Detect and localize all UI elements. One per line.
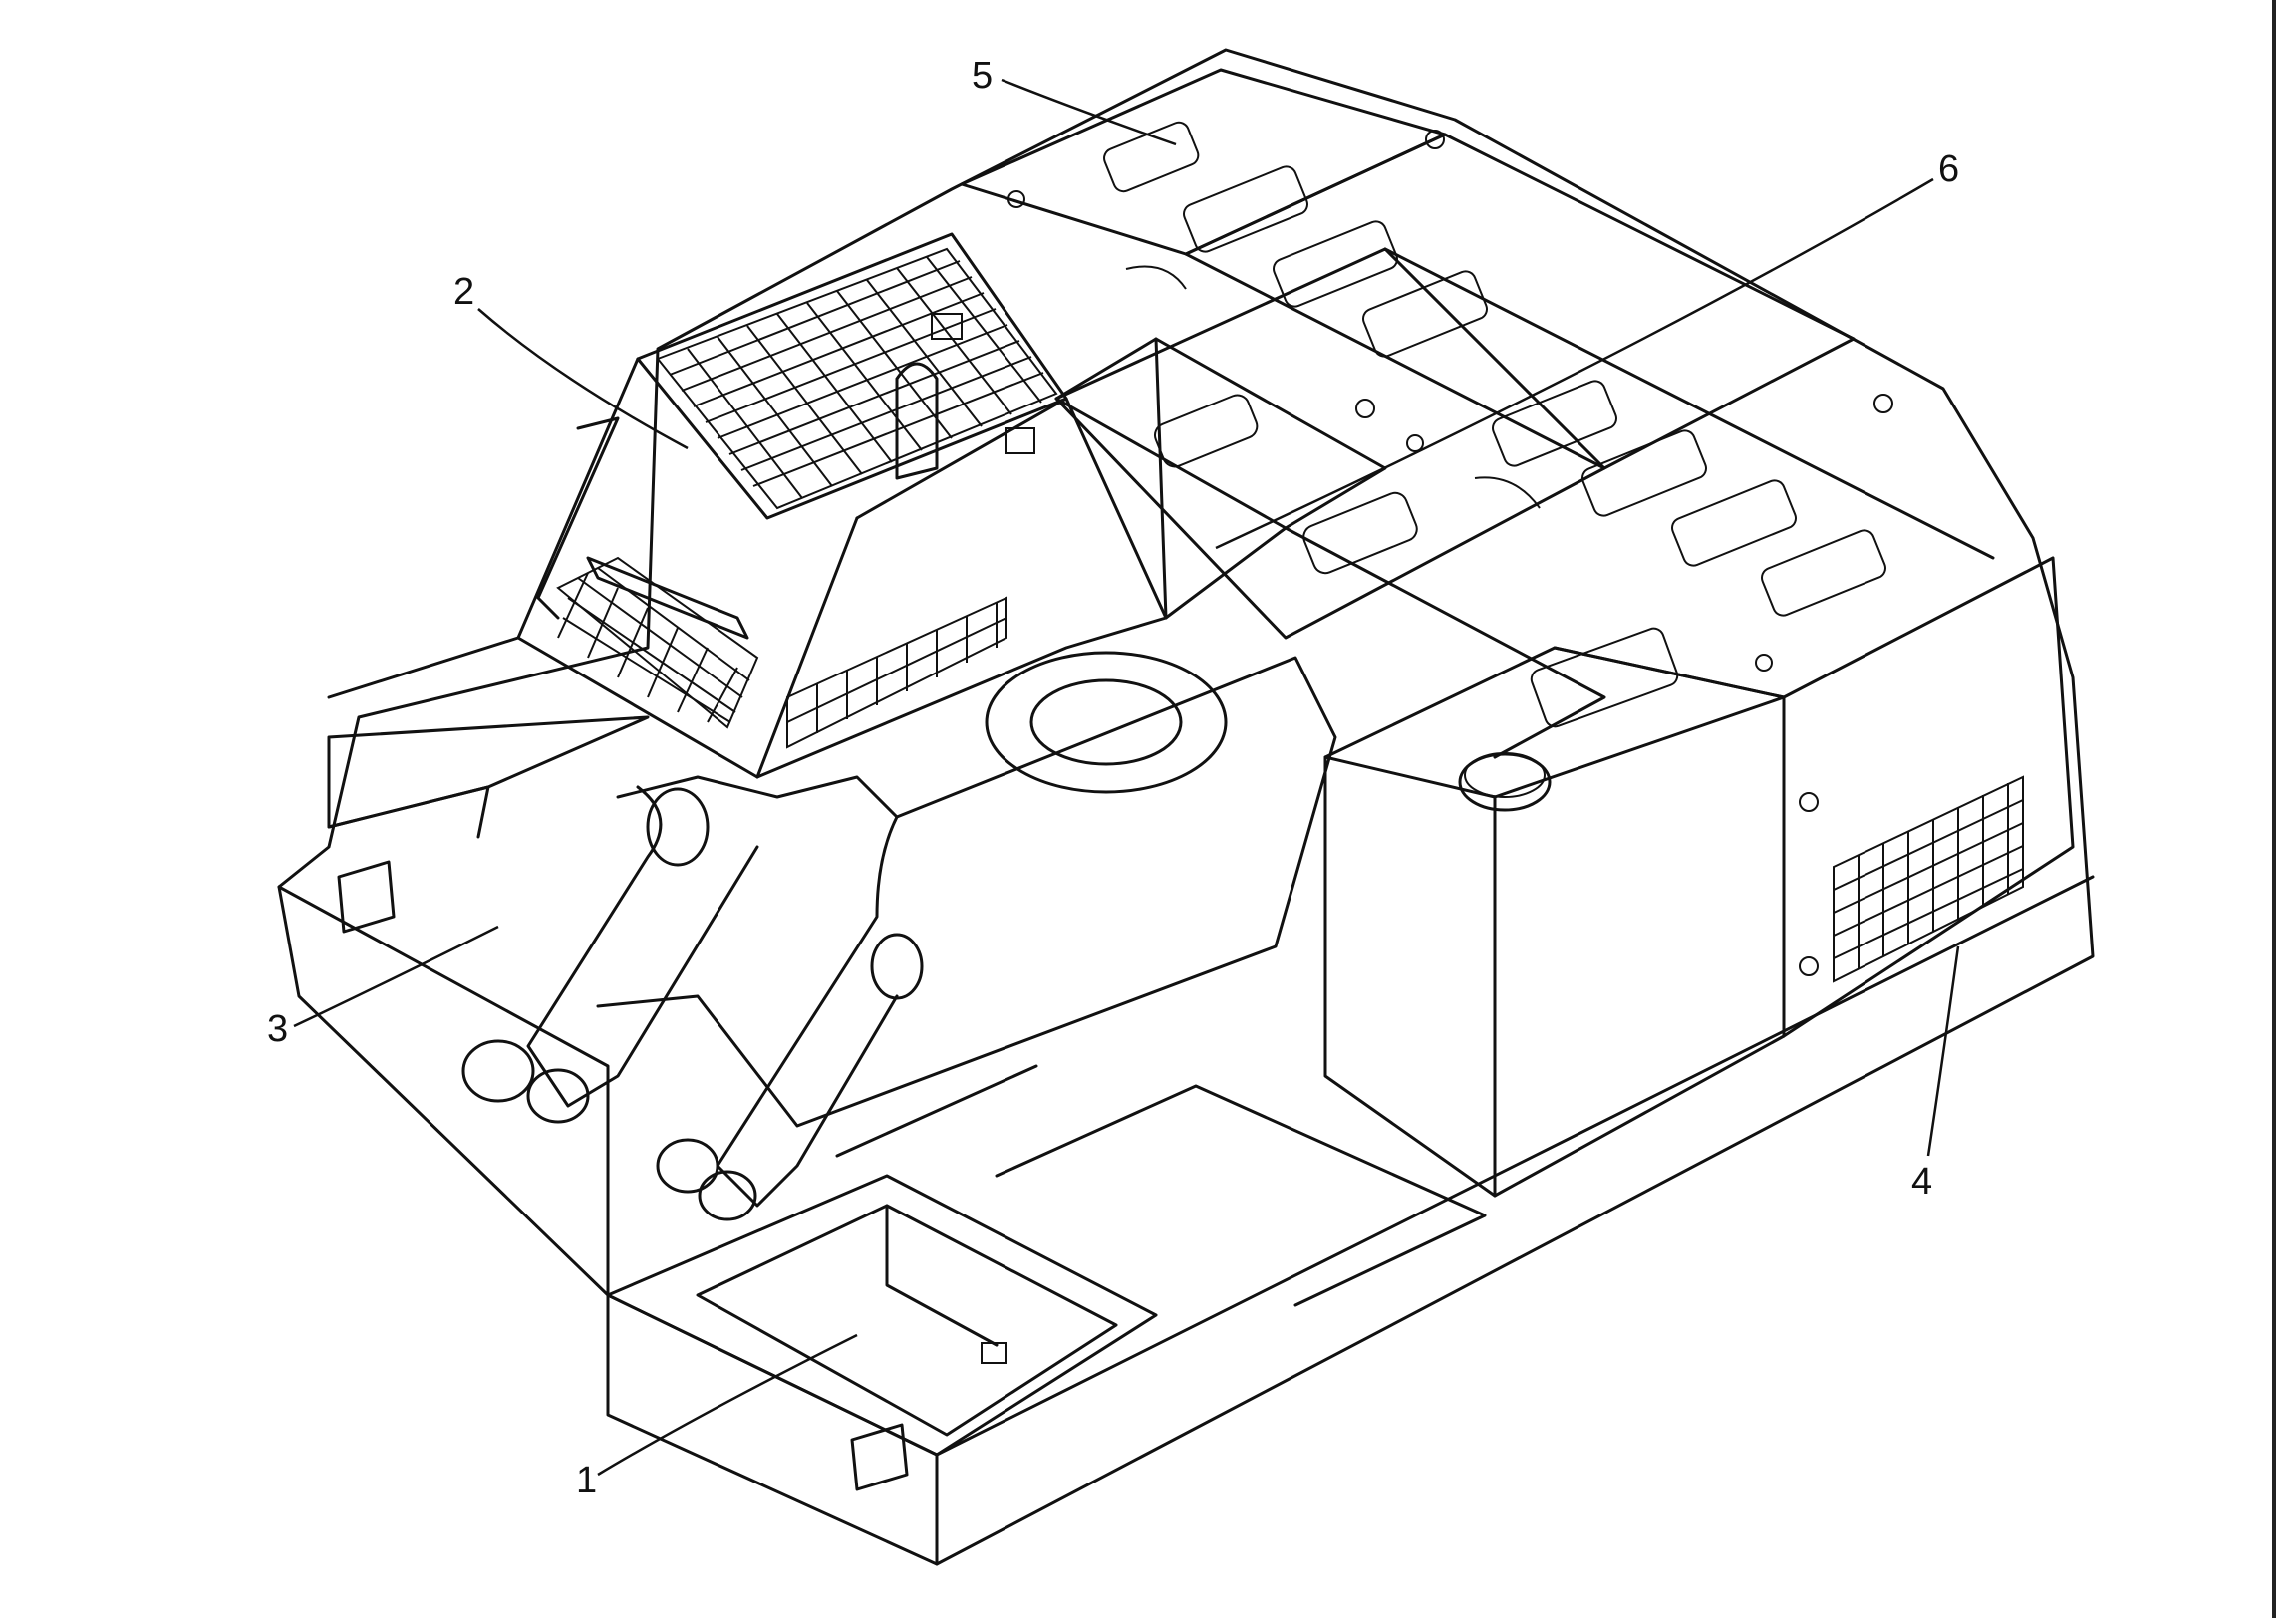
- callout-1: 1: [576, 1460, 597, 1501]
- callout-4: 4: [1911, 1161, 1932, 1203]
- callout-2: 2: [453, 271, 474, 313]
- leader-3: [293, 925, 499, 1028]
- callout-leaders: [293, 78, 1960, 1477]
- leader-2: [477, 308, 689, 450]
- callout-5: 5: [972, 55, 993, 97]
- leader-6: [1215, 177, 1934, 550]
- front-grille: [556, 556, 759, 729]
- side-grille: [786, 596, 1007, 749]
- operator-box: [327, 232, 1168, 779]
- scan-edge-rule: [2272, 0, 2276, 1618]
- right-side-panel: [1782, 556, 2075, 1038]
- leader-4: [1926, 945, 1960, 1157]
- top-grille: [656, 247, 1058, 510]
- tank-box: [1323, 627, 1786, 1198]
- left-fender: [327, 715, 650, 934]
- callout-6: 6: [1938, 148, 1959, 190]
- rear-cover-panels: [960, 68, 1995, 672]
- boom-frame: [461, 651, 1337, 1221]
- machine-outline: [277, 48, 2095, 1566]
- leader-1: [597, 1333, 858, 1477]
- leader-5: [1001, 78, 1177, 146]
- front-tray: [606, 1064, 1487, 1491]
- callout-3: 3: [267, 1008, 288, 1050]
